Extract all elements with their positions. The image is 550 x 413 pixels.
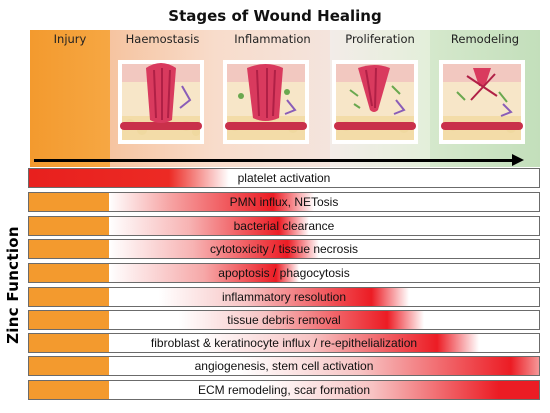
diagram-title: Stages of Wound Healing [168,7,382,25]
function-label: platelet activation [237,171,331,185]
inflammation-skin-illustration [223,60,309,144]
stage-label-remodeling: Remodeling [450,32,520,46]
function-row-cytotoxicity: cytotoxicity / tissue necrosis [28,239,540,259]
function-row-inflammatory-resolution: inflammatory resolution [28,287,540,307]
function-row-fibroblast-influx: fibroblast & keratinocyte influx / re-ep… [28,333,540,353]
function-label: tissue debris removal [227,313,341,327]
function-row-platelet-activation: platelet activation [28,168,540,188]
proliferation-skin-illustration [332,60,418,144]
stage-label-inflammation: Inflammation [234,32,311,46]
remodeling-skin-illustration [439,60,525,144]
timeline-arrowhead [512,154,524,166]
function-label: cytotoxicity / tissue necrosis [209,242,359,256]
function-label: bacterial clearance [233,219,335,233]
haemostasis-skin-illustration [118,60,204,144]
function-row-angiogenesis: angiogenesis, stem cell activation [28,356,540,376]
function-label: fibroblast & keratinocyte influx / re-ep… [150,336,418,350]
function-label: apoptosis / phagocytosis [218,266,350,280]
timeline-arrow [34,159,514,162]
function-label: angiogenesis, stem cell activation [194,359,374,373]
stage-label-proliferation: Proliferation [345,32,415,46]
function-row-tissue-debris-removal: tissue debris removal [28,310,540,330]
function-label: inflammatory resolution [221,290,347,304]
function-label: ECM remodeling, scar formation [197,383,371,397]
function-row-ecm-remodeling: ECM remodeling, scar formation [28,380,540,400]
function-label: PMN influx, NETosis [229,195,339,209]
function-row-pmn-influx: PMN influx, NETosis [28,192,540,212]
stage-label-haemostasis: Haemostasis [125,32,200,46]
stage-injury: Injury [30,30,110,167]
stage-label-injury: Injury [53,32,87,46]
function-row-apoptosis: apoptosis / phagocytosis [28,263,540,283]
zinc-function-axis-label: Zinc Function [4,226,22,344]
function-row-bacterial-clearance: bacterial clearance [28,216,540,236]
